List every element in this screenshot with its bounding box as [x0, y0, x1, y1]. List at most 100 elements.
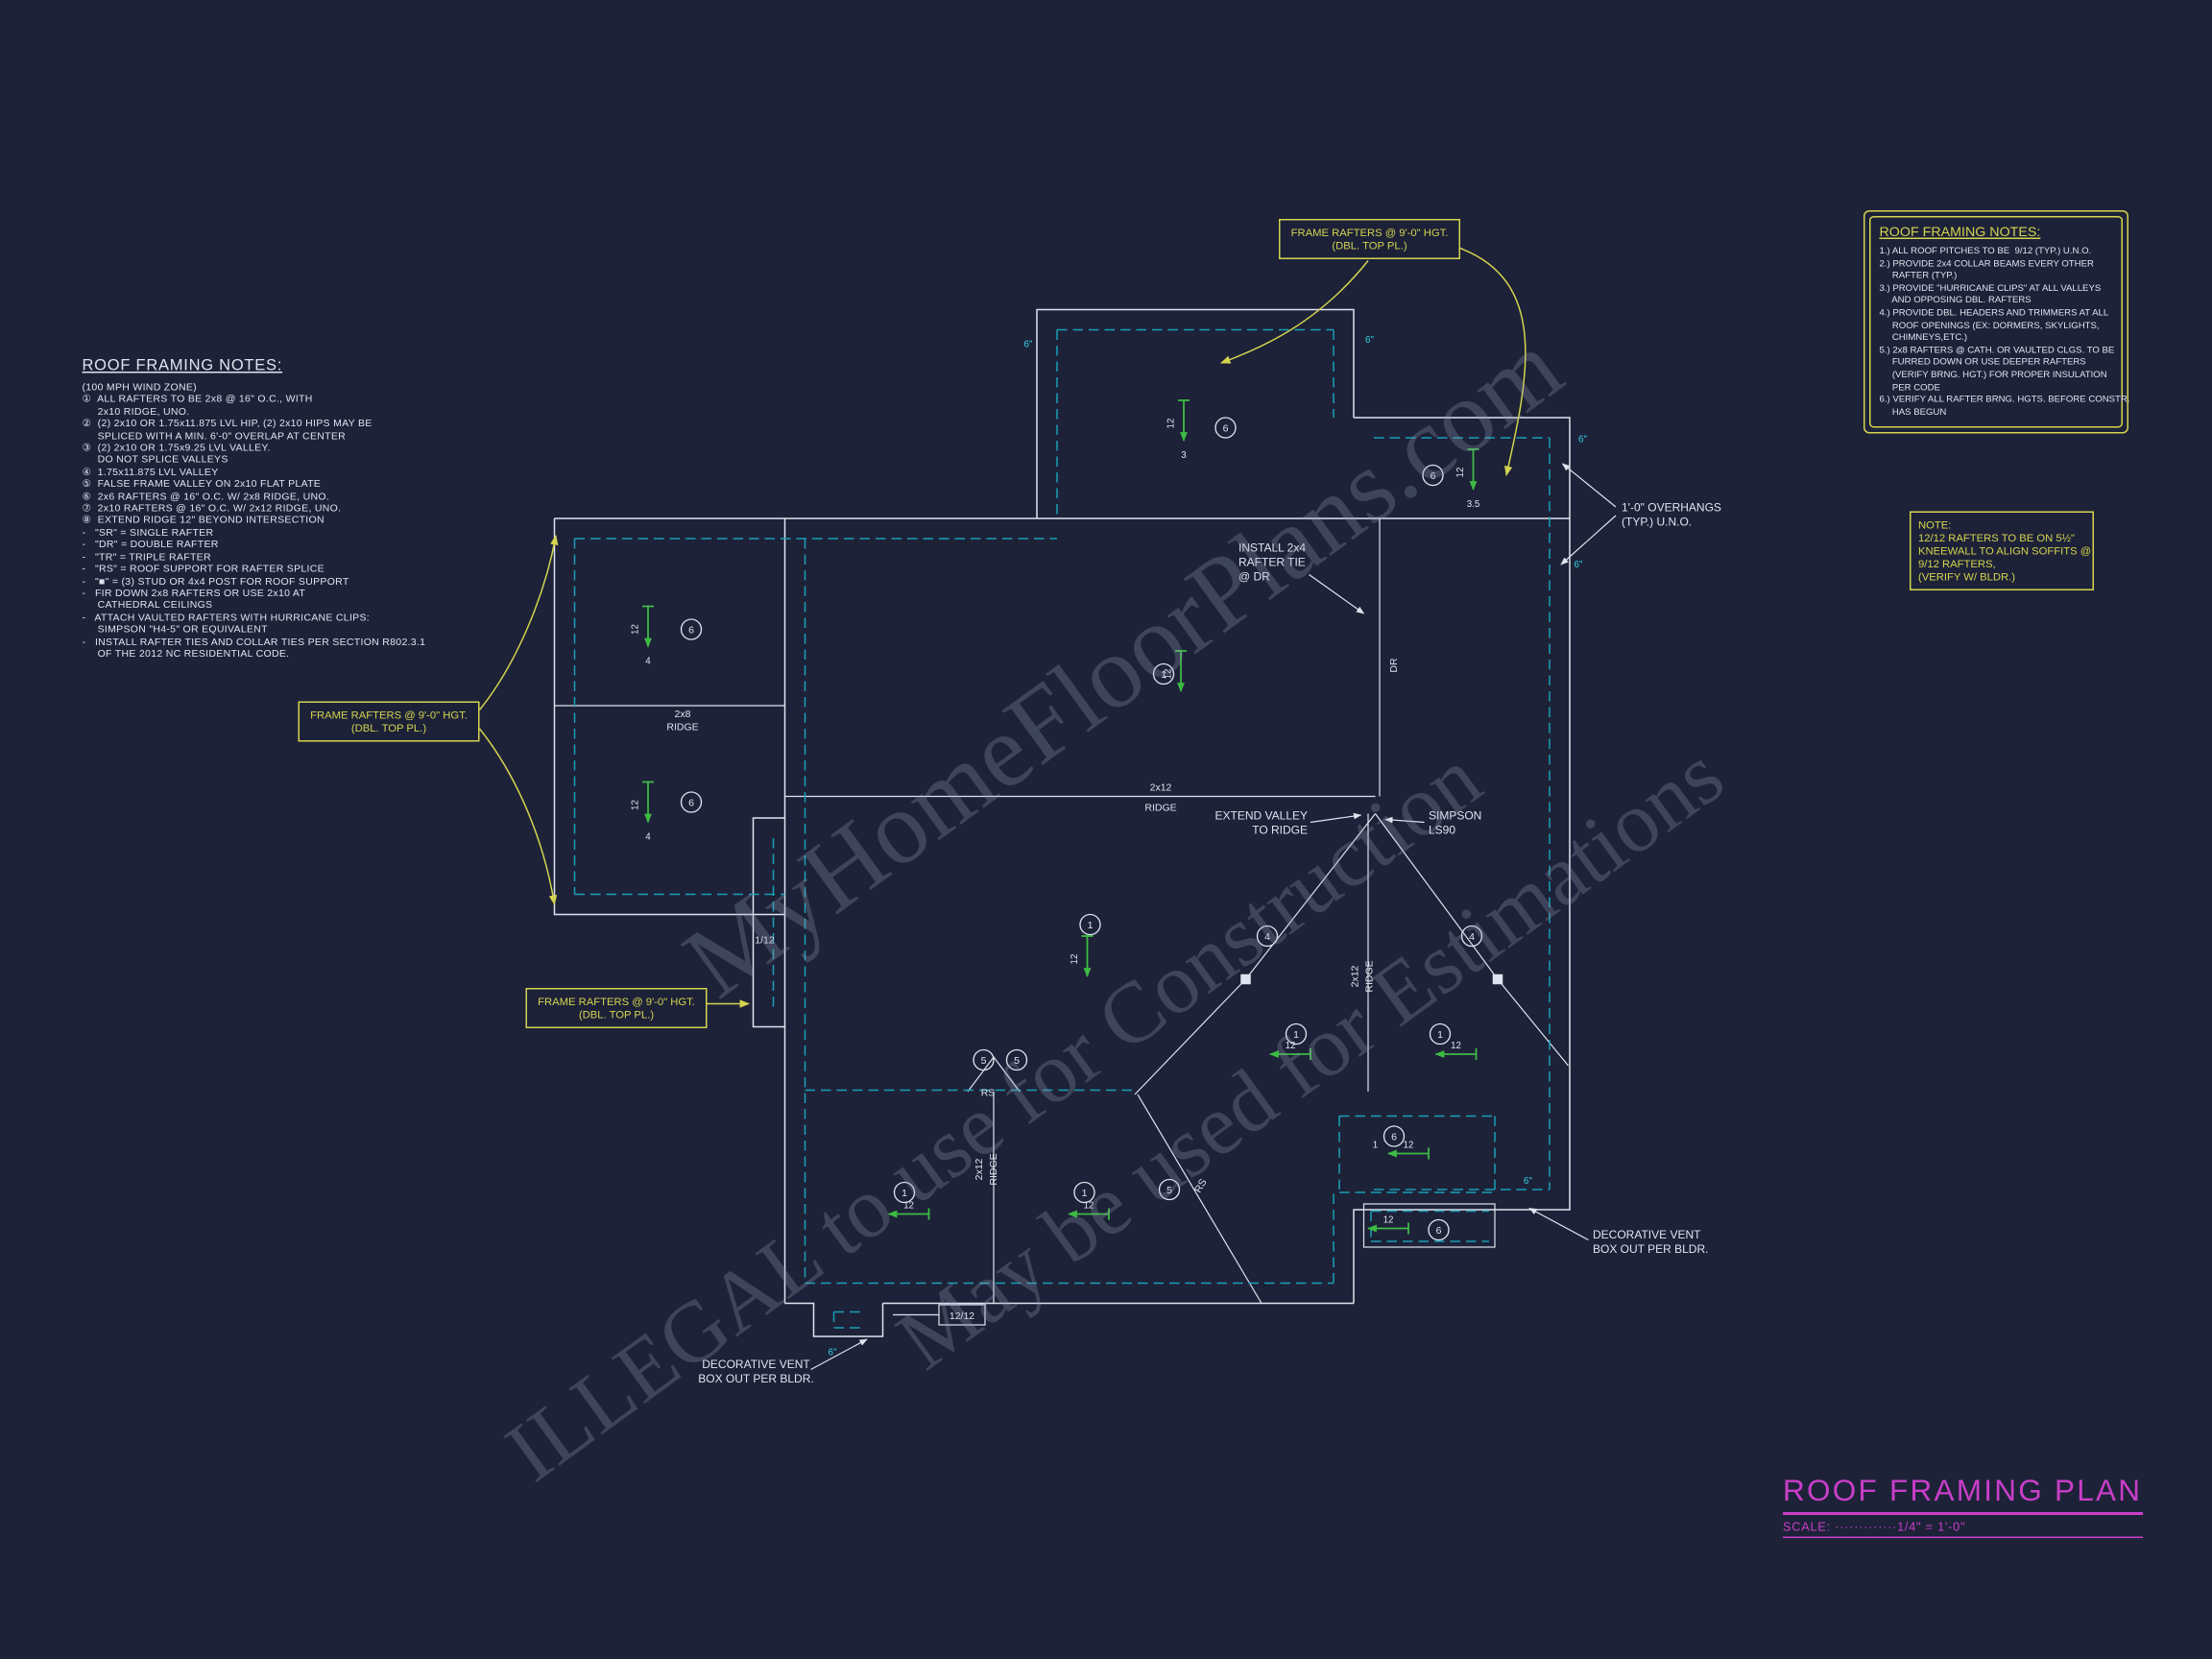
extend-valley-label: TO RIDGE [1252, 824, 1308, 837]
slope-arrow: 124 [631, 605, 654, 667]
svg-text:1: 1 [1161, 669, 1166, 681]
note-line: (VERIFY BRNG. HGT.) FOR PROPER INSULATIO… [1879, 370, 2107, 380]
leader-extend-valley [1310, 812, 1362, 824]
simpson-label: SIMPSON [1429, 809, 1481, 823]
note-line: AND OPPOSING DBL. RAFTERS [1879, 296, 2032, 306]
leader-frame-top-2 [1458, 247, 1527, 477]
leader-overhang-2 [1560, 515, 1617, 565]
roof-framing-notes-box: ROOF FRAMING NOTES: 1.) ALL ROOF PITCHES… [1863, 210, 2130, 434]
post-marker [1240, 974, 1251, 985]
leader-frame-left-2 [478, 728, 558, 906]
svg-text:RIDGE: RIDGE [1364, 960, 1376, 992]
frame-rafters-callout-left: FRAME RAFTERS @ 9'-0" HGT. (DBL. TOP PL.… [298, 701, 480, 742]
svg-text:12: 12 [903, 1201, 914, 1212]
slope-arrow: 123.5 [1455, 448, 1480, 510]
svg-text:4: 4 [645, 832, 651, 843]
svg-text:5: 5 [1014, 1055, 1020, 1067]
dr-label: DR [1388, 658, 1400, 673]
overhangs-label: 1'-0" OVERHANGS [1622, 501, 1721, 515]
svg-text:1: 1 [1293, 1029, 1299, 1041]
svg-text:3.5: 3.5 [1467, 499, 1480, 510]
simpson-label: LS90 [1429, 824, 1455, 837]
circled-ref: 4 [1460, 925, 1483, 948]
leader-simpson [1384, 816, 1425, 824]
sheet-scale: SCALE: ·············1/4" = 1'-0" [1783, 1520, 2143, 1538]
overhang-6in-mark: 6" [1365, 335, 1374, 346]
svg-text:1: 1 [1437, 1029, 1443, 1041]
circled-ref: 1 [1285, 1022, 1308, 1046]
note-line: PER CODE [1879, 382, 1940, 393]
circled-ref: 6 [680, 791, 703, 813]
ridge-2x8-label: RIDGE [666, 722, 698, 733]
svg-text:2x12: 2x12 [1350, 965, 1361, 987]
svg-text:1: 1 [1373, 1141, 1378, 1151]
slope-arrow: 12 [1269, 1041, 1311, 1060]
slope-arrow: 12 [887, 1201, 930, 1220]
leader-vent-right [1528, 1207, 1589, 1241]
callout-line: FRAME RAFTERS @ 9'-0" HGT. [538, 994, 695, 1008]
note-line: (VERIFY W/ BLDR.) [1918, 570, 2016, 584]
overhangs-label: (TYP.) U.N.O. [1622, 516, 1692, 529]
overhang-vent-upper [1338, 1115, 1496, 1193]
overhang-right-wing [1374, 437, 1551, 1190]
ridge-v2-label: 2x12 RIDGE [974, 1153, 999, 1185]
slope-arrow: 12 [1434, 1041, 1478, 1060]
svg-text:6: 6 [1391, 1131, 1397, 1142]
note-line: 12/12 RAFTERS TO BE ON 5½" [1918, 531, 2076, 545]
svg-text:6: 6 [1223, 422, 1229, 434]
rafter-tie-label: INSTALL 2x4 [1238, 541, 1306, 555]
slope-arrow: 12 [1164, 650, 1187, 692]
note-line: 2.) PROVIDE 2x4 COLLAR BEAMS EVERY OTHER [1879, 258, 2094, 269]
note-line: HAS BEGUN [1879, 407, 1947, 418]
note-line: KNEEWALL TO ALIGN SOFFITS @ [1918, 544, 2092, 558]
svg-text:1: 1 [1082, 1188, 1088, 1199]
circled-ref: 1 [1152, 662, 1175, 685]
note-line: ④ 1.75x11.875 LVL VALLEY [82, 468, 219, 478]
vent-boxout-outline [1362, 1203, 1496, 1248]
circled-ref: 1 [1073, 1181, 1095, 1204]
note-line: - "TR" = TRIPLE RAFTER [82, 552, 211, 564]
note-line: 4.) PROVIDE DBL. HEADERS AND TRIMMERS AT… [1879, 307, 2109, 319]
wall-right-wing [1353, 417, 1571, 1304]
ridge-main-label: 2x12 [1150, 782, 1172, 794]
callout-line: (DBL. TOP PL.) [1332, 239, 1407, 252]
note-line: - INSTALL RAFTER TIES AND COLLAR TIES PE… [82, 637, 426, 648]
svg-text:12: 12 [1383, 1215, 1394, 1226]
rafter-tie-label: @ DR [1238, 570, 1270, 584]
overhang-6in-mark: 6" [829, 1348, 837, 1358]
leader-vent-bottom [810, 1338, 868, 1371]
boxed-notes-title: ROOF FRAMING NOTES: [1879, 225, 2041, 241]
vent-right-label: BOX OUT PER BLDR. [1593, 1242, 1708, 1256]
note-line: (100 MPH WIND ZONE) [82, 383, 197, 394]
callout-line: FRAME RAFTERS @ 9'-0" HGT. [1290, 225, 1449, 239]
note-box-lines: 12/12 RAFTERS TO BE ON 5½"KNEEWALL TO AL… [1918, 531, 2092, 584]
svg-text:12: 12 [1451, 1041, 1461, 1051]
leader-frame-top-1 [1220, 260, 1369, 364]
callout-line: (DBL. TOP PL.) [350, 721, 427, 735]
left-notes-lines: (100 MPH WIND ZONE)① ALL RAFTERS TO BE 2… [83, 383, 529, 661]
svg-text:6: 6 [688, 624, 694, 636]
note-line: ⑦ 2x10 RAFTERS @ 16" O.C. W/ 2x12 RIDGE,… [82, 504, 342, 515]
ridge-2x8-label: 2x8 [675, 709, 691, 720]
circled-ref: 6 [1214, 417, 1237, 439]
note-box-title: NOTE: [1918, 518, 1952, 532]
note-line: 3.) PROVIDE "HURRICANE CLIPS" AT ALL VAL… [1879, 283, 2102, 294]
note-line: 1.) ALL ROOF PITCHES TO BE 9/12 (TYP.) U… [1879, 246, 2092, 257]
note-line: FURRED DOWN OR USE DEEPER RAFTERS [1879, 357, 2086, 369]
svg-text:6: 6 [1436, 1225, 1442, 1237]
note-line: CATHEDRAL CEILINGS [82, 600, 213, 612]
wall-left-wing [553, 518, 785, 916]
svg-text:6: 6 [1431, 470, 1436, 482]
svg-text:RIDGE: RIDGE [988, 1153, 999, 1185]
svg-text:12: 12 [1286, 1041, 1296, 1051]
overhang-main [804, 539, 1334, 1285]
note-line: - "SR" = SINGLE RAFTER [82, 528, 214, 539]
wall-left-boxout [752, 817, 785, 1028]
extend-valley-label: EXTEND VALLEY [1215, 809, 1308, 823]
circled-ref: 6 [1382, 1125, 1406, 1147]
post-marker [1492, 974, 1503, 985]
valley-bottom-diagonal [1137, 1094, 1262, 1304]
title-block: ROOF FRAMING PLAN SCALE: ·············1/… [1783, 1475, 2143, 1538]
